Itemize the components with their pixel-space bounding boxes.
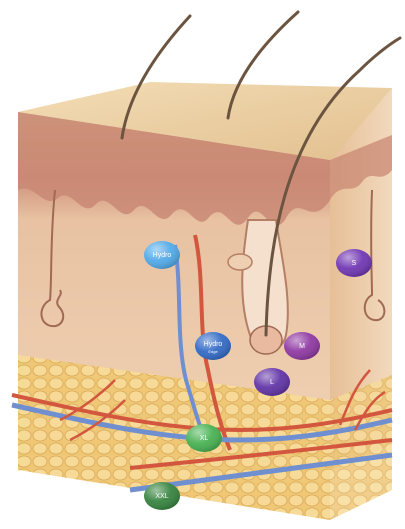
marker-s-label: S — [352, 260, 357, 267]
marker-hydro-upper-label: Hydro — [153, 252, 172, 259]
marker-hydro-lower-label: Hydro — [204, 341, 223, 348]
marker-hydro-upper: Hydro — [144, 241, 180, 269]
marker-xl: XL — [186, 424, 222, 452]
marker-s: S — [336, 249, 372, 277]
sebaceous-gland — [228, 254, 252, 270]
marker-hydro-lower-sublabel: Edge — [208, 349, 218, 354]
marker-m-label: M — [299, 343, 305, 350]
marker-m: M — [284, 332, 320, 360]
marker-l-label: L — [270, 379, 274, 386]
marker-xxl-label: XXL — [155, 493, 168, 500]
marker-xxl: XXL — [144, 482, 180, 510]
marker-xl-label: XL — [200, 435, 209, 442]
marker-l: L — [254, 368, 290, 396]
marker-hydro-lower: Hydro Edge — [195, 332, 231, 360]
